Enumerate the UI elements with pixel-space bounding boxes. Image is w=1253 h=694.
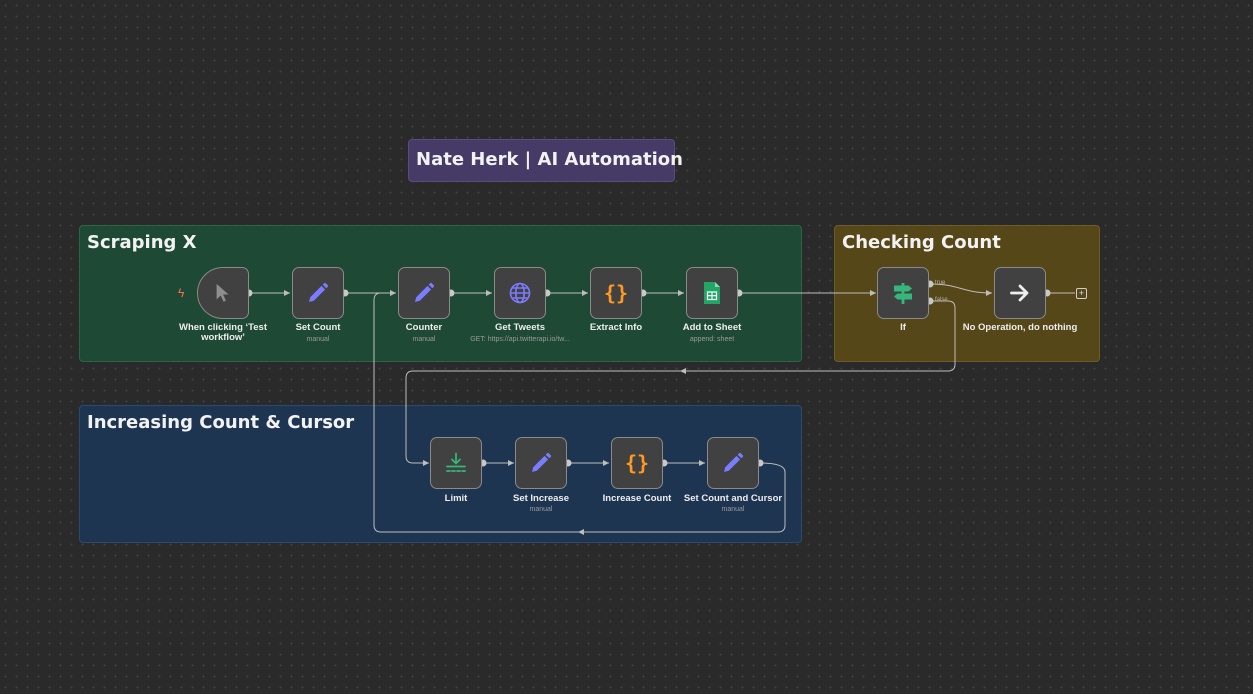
add-node-plus-icon[interactable]: + (1076, 288, 1087, 299)
sticky-title-text: Nate Herk | AI Automation (416, 149, 683, 170)
arrowhead (680, 368, 686, 374)
node-label: If (900, 322, 906, 333)
node-manual-trigger[interactable] (197, 267, 249, 319)
node-label: When clicking ‘Test workflow’ (179, 322, 267, 343)
node-subtitle: manual (721, 506, 745, 513)
node-set-count[interactable] (292, 267, 344, 319)
svg-text:{}: {} (625, 451, 649, 475)
limit-icon (446, 452, 466, 472)
google-sheets-icon (704, 282, 720, 304)
node-label: Set Increase (513, 493, 569, 504)
node-label: Extract Info (589, 322, 643, 333)
node-subtitle: append: sheet (689, 336, 735, 343)
code-braces-icon: {} (604, 281, 628, 305)
node-limit[interactable] (430, 437, 482, 489)
mouse-pointer-icon (216, 283, 229, 302)
node-set-count-and-cursor[interactable] (707, 437, 759, 489)
pencil-icon (532, 452, 552, 472)
sticky-increasing-title: Increasing Count & Cursor (87, 412, 355, 433)
node-label: Set Count (295, 322, 341, 333)
node-set-increase[interactable] (515, 437, 567, 489)
node-get-tweets[interactable] (494, 267, 546, 319)
svg-text:{}: {} (604, 281, 628, 305)
node-extract-info[interactable]: {} (590, 267, 642, 319)
node-counter[interactable] (398, 267, 450, 319)
node-label: Increase Count (602, 493, 672, 504)
code-braces-icon: {} (625, 451, 649, 475)
sticky-scraping-title: Scraping X (87, 232, 197, 253)
if-true-output-label: true (935, 280, 946, 286)
trigger-bolt-icon: ϟ (178, 286, 185, 300)
node-label: Counter (405, 322, 443, 333)
sticky-note-title[interactable]: Nate Herk | AI Automation (408, 139, 683, 182)
node-label: No Operation, do nothing (962, 322, 1078, 333)
node-label: Set Count and Cursor (683, 493, 783, 504)
arrow-right-icon (1010, 284, 1029, 302)
node-if[interactable] (877, 267, 929, 319)
node-label: Add to Sheet (682, 322, 742, 333)
signpost-icon (894, 283, 912, 304)
node-no-operation[interactable] (994, 267, 1046, 319)
node-label: Get Tweets (495, 322, 545, 333)
pencil-icon (415, 282, 435, 302)
node-subtitle: GET: https://api.twitterapi.io/tw... (470, 336, 570, 343)
sticky-checking-title: Checking Count (842, 232, 1001, 253)
node-label: Limit (444, 493, 468, 504)
node-increase-count[interactable]: {} (611, 437, 663, 489)
node-subtitle: manual (306, 336, 330, 343)
sticky-note-checking[interactable]: Checking Count (834, 225, 1100, 362)
node-add-to-sheet[interactable] (686, 267, 738, 319)
pencil-icon (724, 452, 744, 472)
node-subtitle: manual (529, 506, 553, 513)
globe-icon (509, 282, 531, 304)
pencil-icon (309, 282, 329, 302)
if-false-output-label: false (935, 297, 948, 303)
node-subtitle: manual (412, 336, 436, 343)
